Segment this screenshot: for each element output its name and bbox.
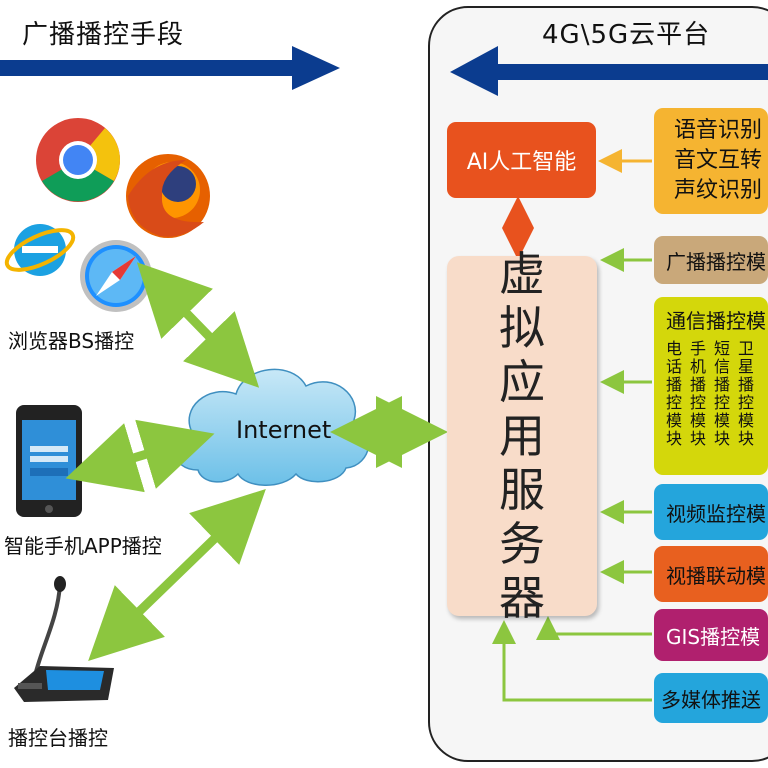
video-linkage-label: 视播联动模 bbox=[666, 563, 766, 588]
sub-char: 控 bbox=[714, 393, 731, 412]
multimedia-module-label: 多媒体推送 bbox=[661, 687, 761, 712]
cloud-title: 4G\5G云平台 bbox=[542, 20, 711, 50]
video-monitoring-module: 视频监控模 bbox=[654, 484, 768, 540]
communication-module-label: 通信播控模 bbox=[666, 309, 766, 333]
multimedia-module: 多媒体推送 bbox=[654, 673, 768, 723]
communication-module: 通信播控模 电 话 播 控 模 块 手 机 播 控 模 块 短 信 播 控 模 … bbox=[654, 297, 768, 475]
firefox-icon bbox=[126, 154, 210, 238]
sub-char: 话 bbox=[666, 357, 683, 376]
sub-char: 控 bbox=[738, 393, 755, 412]
sub-char: 块 bbox=[714, 429, 731, 448]
console-microphone-icon bbox=[14, 576, 114, 702]
sub-char: 模 bbox=[714, 411, 731, 430]
console-label: 播控台播控 bbox=[8, 726, 108, 750]
sub-char: 播 bbox=[690, 375, 707, 394]
sub-char: 模 bbox=[666, 411, 683, 430]
left-title: 广播播控手段 bbox=[22, 20, 185, 50]
sub-char: 信 bbox=[714, 357, 731, 376]
server-char: 服 bbox=[499, 463, 545, 517]
submodule-sms: 短 信 播 控 模 块 bbox=[714, 340, 730, 448]
submodule-mobile: 手 机 播 控 模 块 bbox=[690, 340, 706, 448]
chrome-icon bbox=[36, 118, 120, 202]
sub-char: 播 bbox=[714, 375, 731, 394]
virtual-server-box: 虚 拟 应 用 服 务 器 bbox=[447, 247, 597, 625]
ai-label: AI人工智能 bbox=[466, 150, 577, 175]
server-char: 虚 bbox=[499, 247, 545, 301]
cloud-blue-double-arrow bbox=[450, 46, 768, 96]
server-char: 拟 bbox=[499, 301, 545, 355]
sub-char: 块 bbox=[690, 429, 707, 448]
speech-line: 音文互转 bbox=[674, 148, 763, 173]
sub-char: 手 bbox=[690, 339, 707, 358]
video-linkage-module: 视播联动模 bbox=[654, 546, 768, 602]
broadcast-module-label: 广播播控模 bbox=[666, 249, 766, 274]
browser-label: 浏览器BS播控 bbox=[8, 329, 135, 353]
module-to-server-arrows bbox=[492, 248, 652, 702]
server-char: 用 bbox=[499, 409, 545, 463]
sub-char: 播 bbox=[666, 375, 683, 394]
sub-char: 块 bbox=[738, 429, 755, 448]
sub-char: 短 bbox=[714, 339, 731, 358]
sub-char: 星 bbox=[738, 357, 755, 376]
submodule-satellite: 卫 星 播 控 模 块 bbox=[738, 340, 754, 448]
server-char: 应 bbox=[499, 355, 545, 409]
speech-module: 语音识别 音文互转 声纹识别 bbox=[654, 108, 768, 214]
arrow-phone-internet bbox=[65, 419, 215, 493]
communication-submodules: 电 话 播 控 模 块 手 机 播 控 模 块 短 信 播 控 模 块 卫 星 … bbox=[666, 340, 754, 448]
sub-char: 机 bbox=[690, 357, 707, 376]
submodule-phone-call: 电 话 播 控 模 块 bbox=[666, 340, 682, 448]
server-char: 器 bbox=[499, 571, 545, 625]
server-char: 务 bbox=[499, 517, 545, 571]
speech-line: 语音识别 bbox=[674, 118, 763, 143]
broadcast-module: 广播播控模 bbox=[654, 236, 768, 284]
ai-box: AI人工智能 bbox=[447, 122, 596, 198]
sub-char: 模 bbox=[738, 411, 755, 430]
sub-char: 控 bbox=[690, 393, 707, 412]
left-blue-arrow bbox=[0, 46, 340, 90]
sub-char: 卫 bbox=[738, 339, 755, 358]
sub-char: 控 bbox=[666, 393, 683, 412]
phone-label: 智能手机APP播控 bbox=[4, 534, 162, 558]
ie-icon bbox=[4, 224, 76, 276]
sub-char: 电 bbox=[666, 339, 683, 358]
video-module-label: 视频监控模 bbox=[666, 501, 766, 526]
sub-char: 播 bbox=[738, 375, 755, 394]
arrow-console-internet bbox=[88, 488, 266, 662]
sub-char: 模 bbox=[690, 411, 707, 430]
arrow-browser-internet bbox=[136, 262, 260, 388]
internet-label: Internet bbox=[236, 416, 332, 444]
gis-module-label: GIS播控模 bbox=[666, 624, 761, 649]
smartphone-icon bbox=[16, 405, 82, 517]
gis-module: GIS播控模 bbox=[654, 609, 768, 661]
speech-line: 声纹识别 bbox=[674, 178, 763, 203]
safari-icon bbox=[80, 240, 152, 312]
sub-char: 块 bbox=[666, 429, 683, 448]
